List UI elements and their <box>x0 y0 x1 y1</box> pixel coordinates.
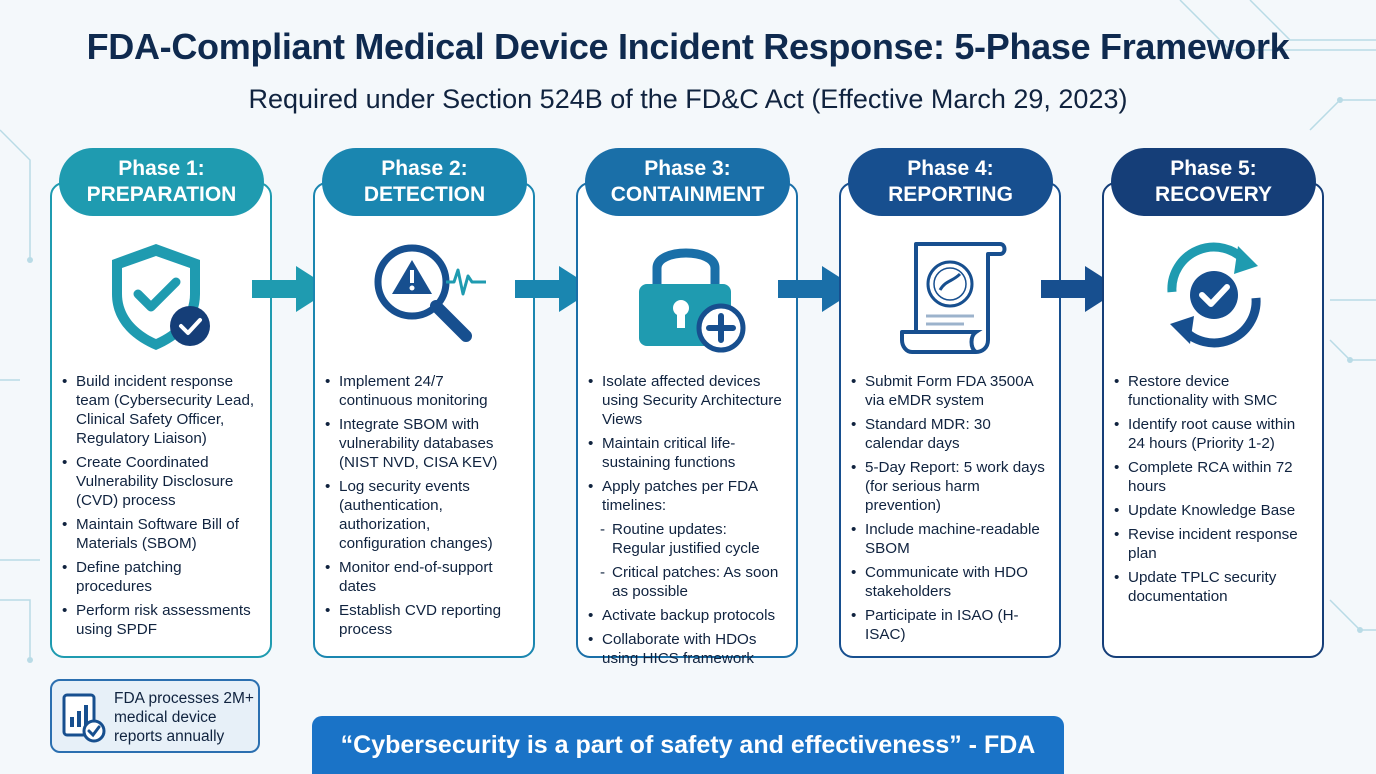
phase-4-name: REPORTING <box>888 183 1013 206</box>
phase-1-header: Phase 1: PREPARATION <box>59 148 264 216</box>
stat-box: FDA processes 2M+ medical device reports… <box>50 679 260 753</box>
phase-2-name: DETECTION <box>363 183 486 206</box>
phase-3-number: Phase 3: <box>644 157 731 180</box>
phase-5-number: Phase 5: <box>1170 157 1257 180</box>
list-item: Restore device functionality with SMC <box>1114 372 1310 410</box>
arrow-right-icon <box>1041 266 1121 312</box>
list-item: Standard MDR: 30 calendar days <box>851 415 1047 453</box>
report-chart-icon <box>62 693 106 743</box>
list-item: Apply patches per FDA timelines: <box>588 477 784 515</box>
cycle-check-icon <box>1167 242 1261 348</box>
list-item: Integrate SBOM with vulnerability databa… <box>325 415 521 472</box>
list-item: Build incident response team (Cybersecur… <box>62 372 258 448</box>
stat-text: FDA processes 2M+ medical device reports… <box>114 690 254 745</box>
list-item: Maintain critical life-sustaining functi… <box>588 434 784 472</box>
phase-3-bullets: Isolate affected devices using Security … <box>588 372 784 673</box>
phase-1-bullets: Build incident response team (Cybersecur… <box>62 372 258 644</box>
padlock-medical-icon <box>639 248 746 353</box>
arrow-right-icon <box>252 266 332 312</box>
magnifier-alert-icon <box>374 244 486 342</box>
phase-3-name: CONTAINMENT <box>610 183 765 206</box>
list-item: 5-Day Report: 5 work days (for serious h… <box>851 458 1047 515</box>
list-item: Update TPLC security documentation <box>1114 568 1310 606</box>
page-title: FDA-Compliant Medical Device Incident Re… <box>86 26 1290 67</box>
arrow-right-icon <box>778 266 858 312</box>
quote-banner: “Cybersecurity is a part of safety and e… <box>312 716 1064 774</box>
list-item: Log security events (authentication, aut… <box>325 477 521 553</box>
list-item: Submit Form FDA 3500A via eMDR system <box>851 372 1047 410</box>
arrow-right-icon <box>515 266 595 312</box>
list-item: Revise incident response plan <box>1114 525 1310 563</box>
list-item: Participate in ISAO (H-ISAC) <box>851 606 1047 644</box>
list-item: Isolate affected devices using Security … <box>588 372 784 429</box>
list-item: Create Coordinated Vulnerability Disclos… <box>62 453 258 510</box>
list-item: Include machine-readable SBOM <box>851 520 1047 558</box>
list-item: Communicate with HDO stakeholders <box>851 563 1047 601</box>
list-item: Implement 24/7 continuous monitoring <box>325 372 521 410</box>
phase-1-name: PREPARATION <box>86 183 237 206</box>
list-item: Update Knowledge Base <box>1114 501 1310 520</box>
list-item: Routine updates: Regular justified cycle <box>594 520 784 558</box>
list-item: Complete RCA within 72 hours <box>1114 458 1310 496</box>
phase-1-number: Phase 1: <box>118 157 205 180</box>
phase-4-header: Phase 4: REPORTING <box>848 148 1053 216</box>
list-item: Collaborate with HDOs using HICS framewo… <box>588 630 784 668</box>
list-item: Activate backup protocols <box>588 606 784 625</box>
list-item: Identify root cause within 24 hours (Pri… <box>1114 415 1310 453</box>
list-item: Critical patches: As soon as possible <box>594 563 784 601</box>
list-item: Monitor end-of-support dates <box>325 558 521 596</box>
phase-5-bullets: Restore device functionality with SMC Id… <box>1114 372 1310 611</box>
page-subtitle: Required under Section 524B of the FD&C … <box>248 84 1128 114</box>
phase-5-name: RECOVERY <box>1154 183 1273 206</box>
phase-5-header: Phase 5: RECOVERY <box>1111 148 1316 216</box>
document-seal-icon <box>900 242 1007 354</box>
phase-2-header: Phase 2: DETECTION <box>322 148 527 216</box>
shield-check-icon <box>112 244 210 350</box>
list-item: Perform risk assessments using SPDF <box>62 601 258 639</box>
phase-2-number: Phase 2: <box>381 157 468 180</box>
list-item: Establish CVD reporting process <box>325 601 521 639</box>
list-item: Maintain Software Bill of Materials (SBO… <box>62 515 258 553</box>
phase-4-number: Phase 4: <box>907 157 994 180</box>
list-item: Define patching procedures <box>62 558 258 596</box>
phase-2-bullets: Implement 24/7 continuous monitoring Int… <box>325 372 521 644</box>
phase-4-bullets: Submit Form FDA 3500A via eMDR system St… <box>851 372 1047 649</box>
phase-3-header: Phase 3: CONTAINMENT <box>585 148 790 216</box>
